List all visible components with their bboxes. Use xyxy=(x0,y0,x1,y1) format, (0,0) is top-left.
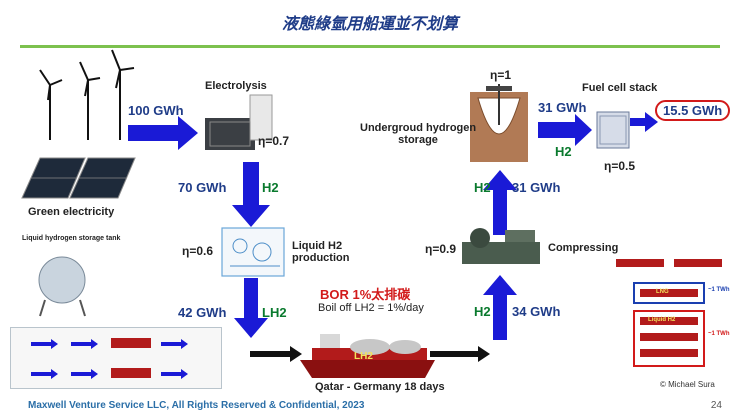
underground-storage-icon xyxy=(470,84,528,162)
credit-label: © Michael Sura xyxy=(660,380,715,389)
electrolysis-label: Electrolysis xyxy=(205,80,267,92)
mini-flow-thumbnail xyxy=(10,327,222,389)
arrow-storage-to-fuelcell xyxy=(538,114,592,146)
wind-turbine-icon xyxy=(39,49,135,140)
arrow-to-ship xyxy=(250,346,302,362)
flow-h2-31b: 31 GWh xyxy=(538,100,587,115)
title-underline xyxy=(20,45,720,48)
flow-input-gwh: 100 GWh xyxy=(128,103,184,118)
lh2-storage-tank-icon xyxy=(38,256,86,317)
flow-lh2-34: 34 GWh xyxy=(512,304,561,319)
liquid-h2-production-label: Liquid H2 production xyxy=(292,240,350,264)
arrow-ship-to-compressing xyxy=(483,275,517,340)
slide-title: 液態綠氫用船運並不划算 xyxy=(281,14,458,33)
fuel-cell-stack-icon xyxy=(596,111,630,149)
solar-panel-icon xyxy=(21,157,136,199)
flow-lh2-42: 42 GWh xyxy=(178,305,227,320)
storage-tank-label: Liquid hydrogen storage tank xyxy=(22,235,121,242)
right-comparison-panel: LNG Liquid H2 ~1 TWh ~1 TWh xyxy=(612,247,730,372)
qatar-germany-label: Qatar - Germany 18 days xyxy=(315,381,445,393)
flow-h2-70: 70 GWh xyxy=(178,180,227,195)
ship-lh2-text: LH2 xyxy=(354,351,373,362)
bor-note: BOR 1%太排碳 xyxy=(320,287,411,302)
footer-text: Maxwell Venture Service LLC, All Rights … xyxy=(28,400,365,411)
arrow-compressing-to-storage xyxy=(483,170,517,235)
underground-storage-label: Undergroud hydrogen storage xyxy=(360,122,477,146)
right-twh-b: ~1 TWh xyxy=(708,331,730,337)
lh2-label-a: LH2 xyxy=(262,305,287,320)
boil-off-note: Boil off LH2 = 1%/day xyxy=(318,302,424,314)
right-twh-a: ~1 TWh xyxy=(708,287,730,293)
liquefaction-plant-icon xyxy=(221,227,285,277)
arrow-electrolysis-to-liquefaction xyxy=(232,162,270,227)
arrow-electricity-to-electrolysis xyxy=(128,116,198,150)
h2-label-d: H2 xyxy=(555,144,572,159)
arrow-liquefaction-down xyxy=(234,278,268,338)
flow-h2-31a: 31 GWh xyxy=(512,180,561,195)
green-electricity-label: Green electricity xyxy=(28,206,115,218)
right-liquid-h2-label: Liquid H2 xyxy=(648,317,676,323)
compressing-label: Compressing xyxy=(548,242,619,254)
right-lng-label: LNG xyxy=(656,289,669,295)
eta-storage: η=1 xyxy=(490,68,512,82)
arrow-fuelcell-to-output xyxy=(630,112,658,132)
fuel-cell-stack-label: Fuel cell stack xyxy=(582,82,658,94)
eta-compressing: η=0.9 xyxy=(425,242,457,256)
eta-liquefaction: η=0.6 xyxy=(182,244,214,258)
h2-label-c: H2 xyxy=(474,180,491,195)
arrow-from-ship xyxy=(430,346,490,362)
lh2-ship-icon xyxy=(300,334,435,378)
flow-output-gwh: 15.5 GWh xyxy=(655,100,731,121)
h2-label-a: H2 xyxy=(262,180,279,195)
eta-fuel-cell: η=0.5 xyxy=(604,159,636,173)
eta-electrolysis: η=0.7 xyxy=(258,134,290,148)
electrolyzer-icon xyxy=(205,94,273,150)
page-number: 24 xyxy=(710,400,722,411)
compressor-icon xyxy=(462,228,540,264)
h2-label-b: H2 xyxy=(474,304,491,319)
